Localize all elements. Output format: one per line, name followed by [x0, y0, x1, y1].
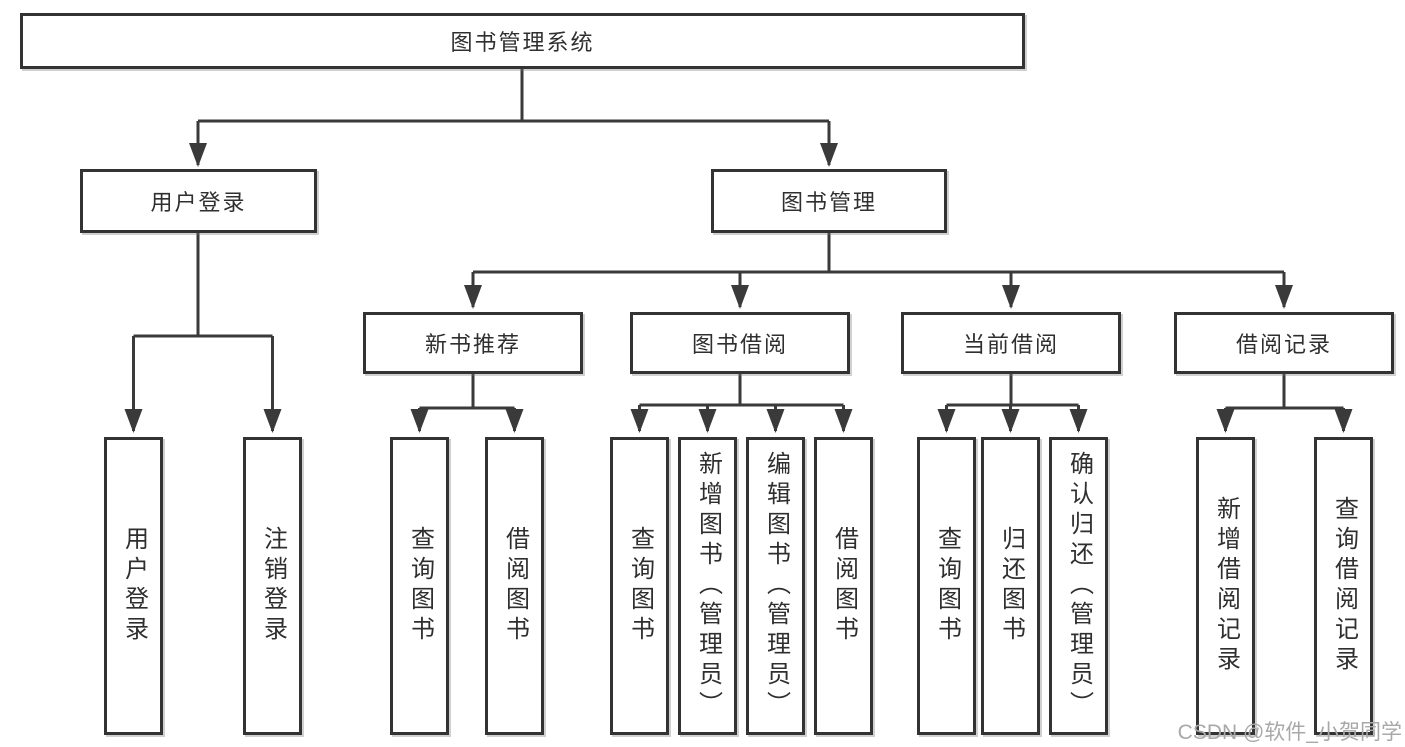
leaf-borrow-book-recommend: 借阅图书 [485, 437, 544, 735]
leaf-query-book-borrowing: 查询图书 [610, 437, 669, 735]
leaf-edit-book-admin: 编辑图书（管理员） [746, 437, 805, 735]
csdn-watermark: CSDN @软件_小贺同学 [1177, 721, 1402, 744]
leaf-query-book-current: 查询图书 [917, 437, 976, 735]
leaf-borrow-book: 借阅图书 [814, 437, 873, 735]
leaf-add-book-admin: 新增图书（管理员） [678, 437, 737, 735]
leaf-add-borrow-record: 新增借阅记录 [1196, 437, 1255, 735]
leaf-query-borrow-record: 查询借阅记录 [1314, 437, 1373, 735]
leaf-query-book-recommend: 查询图书 [390, 437, 449, 735]
node-borrowing-records: 借阅记录 [1174, 312, 1394, 374]
leaf-logout: 注销登录 [243, 437, 302, 735]
leaf-user-login: 用户登录 [104, 437, 163, 735]
node-book-management: 图书管理 [711, 169, 947, 233]
node-book-borrowing: 图书借阅 [630, 312, 850, 374]
node-user-login: 用户登录 [80, 169, 317, 233]
branch-segments [133, 68, 1344, 410]
leaf-confirm-return-admin: 确认归还（管理员） [1049, 437, 1108, 735]
node-new-book-recommendation: 新书推荐 [363, 312, 583, 374]
node-current-borrowing: 当前借阅 [901, 312, 1121, 374]
node-library-management-system: 图书管理系统 [20, 13, 1025, 69]
leaf-return-book: 归还图书 [981, 437, 1040, 735]
